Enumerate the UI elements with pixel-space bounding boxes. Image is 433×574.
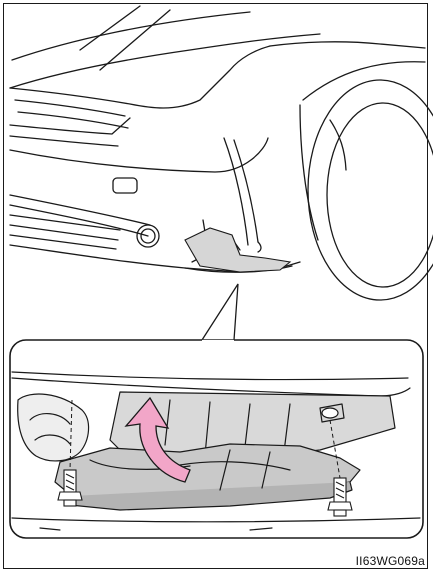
figure-code: II63WG069a: [356, 554, 425, 568]
callout-pointer: [202, 284, 238, 340]
undercover-part: [185, 228, 290, 272]
